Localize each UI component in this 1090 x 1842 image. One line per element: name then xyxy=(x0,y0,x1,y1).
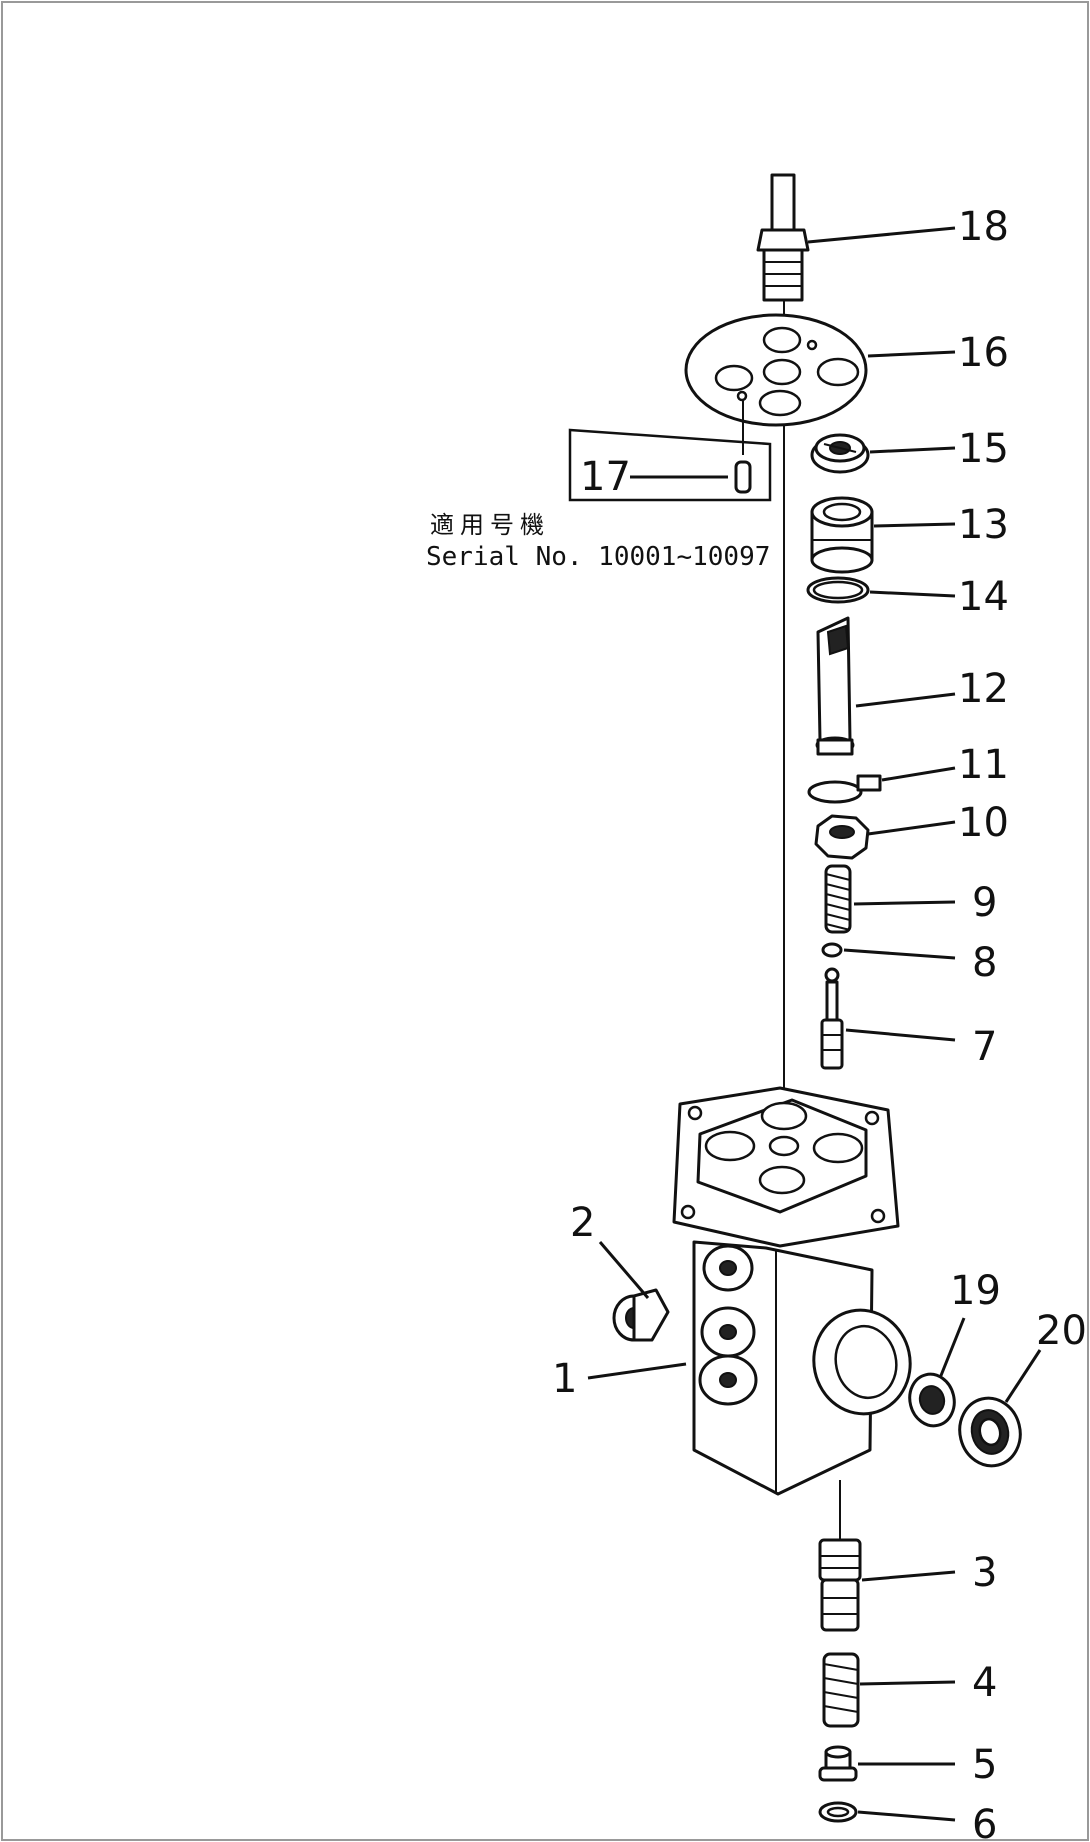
part-19-seat xyxy=(908,1372,956,1428)
callout-20: 20 xyxy=(1036,1308,1087,1354)
callout-6: 6 xyxy=(972,1802,997,1842)
callout-18: 18 xyxy=(958,204,1009,250)
leader-20 xyxy=(1004,1349,1042,1403)
leader-3 xyxy=(861,1570,956,1582)
part-18-stud xyxy=(756,173,810,302)
callout-3: 3 xyxy=(972,1550,997,1596)
leader-16 xyxy=(867,350,956,358)
part-6-o-ring-inner xyxy=(826,1806,850,1818)
part-14-o-ring-inner xyxy=(812,580,864,600)
callout-1: 1 xyxy=(552,1356,577,1402)
leader-11 xyxy=(881,766,956,782)
leader-12 xyxy=(855,692,956,708)
part-20-plug xyxy=(958,1396,1022,1468)
callout-9: 9 xyxy=(972,880,997,926)
part-8-ball xyxy=(821,942,843,958)
callout-17: 17 xyxy=(580,454,631,500)
serial-note-serial: Serial No. 10001~10097 xyxy=(426,542,770,572)
leader-15 xyxy=(869,446,956,454)
leader-7 xyxy=(845,1028,956,1042)
leader-18 xyxy=(807,226,956,244)
leader-10 xyxy=(867,820,956,836)
part-2-plug xyxy=(612,1288,670,1342)
callout-13: 13 xyxy=(958,502,1009,548)
callout-4: 4 xyxy=(972,1660,997,1706)
leader-1 xyxy=(587,1362,687,1380)
leader-14 xyxy=(869,590,956,598)
callout-14: 14 xyxy=(958,574,1009,620)
leader-4 xyxy=(859,1680,956,1686)
serial-note-jp: 適用号機 xyxy=(430,511,550,539)
callout-5: 5 xyxy=(972,1742,997,1788)
leader-lines xyxy=(587,226,1042,1822)
part-15-valve xyxy=(810,433,870,474)
part-11-snap-ring xyxy=(807,774,882,804)
callout-12: 12 xyxy=(958,666,1009,712)
callout-16: 16 xyxy=(958,330,1009,376)
part-13-bushing xyxy=(810,496,874,574)
part-3-valve-spool xyxy=(818,1538,862,1632)
part-17-box xyxy=(568,400,772,502)
part-7-plunger xyxy=(820,967,844,1070)
callout-10: 10 xyxy=(958,800,1009,846)
callout-7: 7 xyxy=(972,1024,997,1070)
part-16-plate xyxy=(684,313,868,427)
leader-2 xyxy=(598,1241,650,1299)
part-12-spool xyxy=(815,616,855,756)
part-1-valve-body xyxy=(672,1086,912,1496)
leader-9 xyxy=(853,900,956,906)
leader-19 xyxy=(938,1317,966,1379)
part-10-nut xyxy=(814,814,870,860)
callout-19: 19 xyxy=(950,1268,1001,1314)
callout-15: 15 xyxy=(958,426,1009,472)
part-5-plug xyxy=(818,1745,858,1782)
callout-2: 2 xyxy=(570,1200,595,1246)
callout-8: 8 xyxy=(972,940,997,986)
part-4-spring xyxy=(822,1652,860,1728)
leader-6 xyxy=(857,1810,956,1822)
part-9-spring xyxy=(824,864,852,934)
leader-8 xyxy=(843,948,956,960)
leader-13 xyxy=(873,522,956,528)
callout-11: 11 xyxy=(958,742,1009,788)
